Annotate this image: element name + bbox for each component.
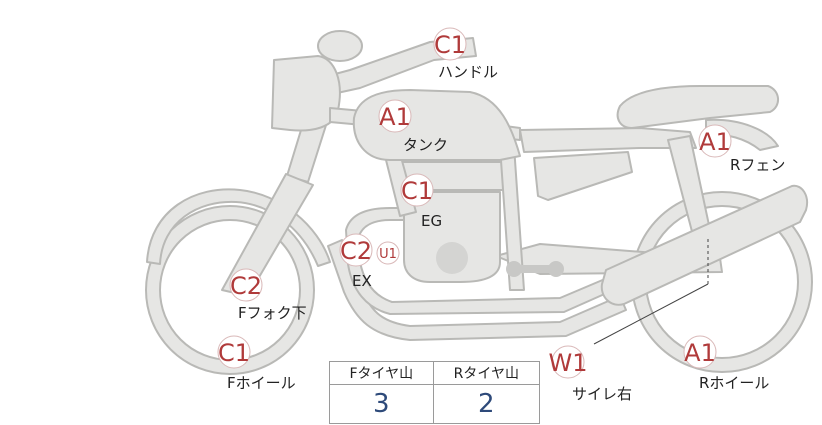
rear-frame	[519, 127, 697, 153]
rear-tire-value: 2	[432, 384, 541, 424]
code-badge: W1	[549, 349, 588, 377]
label-tank: A1 タンク	[378, 99, 448, 154]
part-name: Fホイール	[227, 374, 296, 392]
label-handle: C1 ハンドル	[433, 27, 498, 81]
foot-peg-left	[506, 261, 522, 277]
foot-peg-bar	[512, 265, 558, 273]
code-badge: A1	[379, 103, 411, 131]
tire-tread-table: Fタイヤ山 Rタイヤ山 3 2	[329, 361, 541, 424]
label-rear-fender: A1 Rフェン	[698, 124, 785, 174]
label-front-wheel: C1 Fホイール	[217, 335, 296, 392]
part-name: EX	[352, 272, 372, 290]
code-badge: C2	[230, 272, 262, 300]
front-tire-value: 3	[329, 384, 434, 424]
side-cover	[533, 151, 633, 201]
part-name: ハンドル	[438, 63, 498, 81]
part-name: サイレ右	[572, 385, 632, 403]
muffler	[600, 184, 808, 306]
label-rear-wheel: A1 Rホイール	[683, 335, 769, 392]
part-name: Rフェン	[730, 156, 785, 174]
label-silencer-right: W1 サイレ右	[549, 345, 632, 403]
code-badge: A1	[684, 339, 716, 367]
label-exhaust: C2 U1 EX	[339, 233, 400, 290]
rear-tire-header: Rタイヤ山	[432, 361, 541, 385]
engine-cover	[436, 242, 468, 274]
seat	[616, 85, 779, 129]
part-name: EG	[421, 212, 442, 230]
part-name: Rホイール	[699, 374, 769, 392]
code-badge: C2	[340, 237, 372, 265]
code-badge: C1	[401, 177, 433, 205]
front-tire-header: Fタイヤ山	[329, 361, 434, 385]
code-badge: C1	[434, 31, 466, 59]
engine-cylinder	[403, 191, 501, 283]
code-badge-secondary: U1	[379, 247, 397, 262]
label-front-fork: C2 Fフォク下	[229, 268, 307, 322]
silencer-leader-line	[593, 283, 709, 345]
speedometer	[317, 30, 363, 62]
code-badge: A1	[699, 128, 731, 156]
code-badge: C1	[218, 339, 250, 367]
label-engine: C1 EG	[400, 173, 442, 230]
part-name: タンク	[403, 136, 448, 154]
foot-peg-right	[548, 261, 564, 277]
part-name: Fフォク下	[238, 304, 307, 322]
